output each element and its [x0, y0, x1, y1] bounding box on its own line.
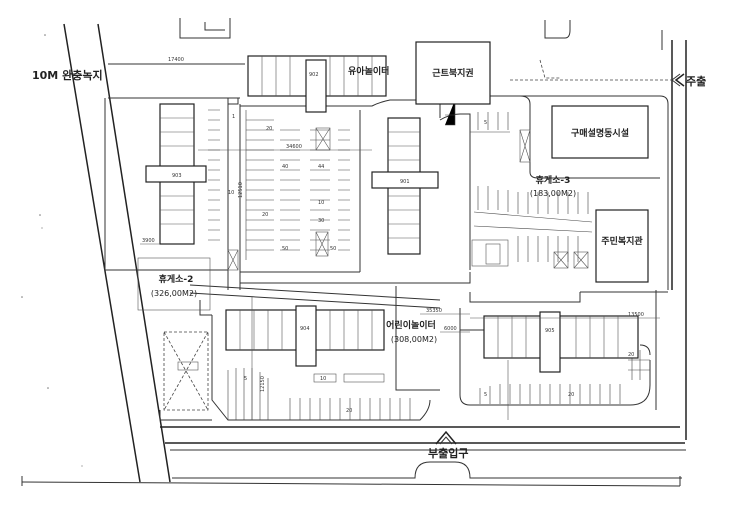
svg-text:1: 1 — [232, 114, 235, 120]
bldg-904-label: 904 — [300, 326, 310, 332]
svg-text:40: 40 — [282, 164, 288, 170]
kids-center-label: 유아놀이터 — [348, 65, 389, 77]
svg-text:30: 30 — [318, 218, 324, 224]
building-901: 901 — [371, 117, 439, 255]
svg-text:10: 10 — [318, 200, 324, 206]
svg-text:6000: 6000 — [444, 326, 457, 332]
bldg-901-label: 901 — [400, 179, 410, 185]
svg-text:20: 20 — [628, 352, 634, 358]
building-902: 902 — [247, 55, 387, 113]
bldg-902-label: 902 — [309, 72, 319, 78]
south-road — [160, 426, 686, 479]
svg-text:17400: 17400 — [168, 57, 184, 63]
bldg-903-label: 903 — [172, 173, 182, 179]
svg-text:3900: 3900 — [142, 238, 155, 244]
svg-text:13500: 13500 — [628, 312, 644, 318]
facility-label: 구매설명동시설 — [571, 127, 629, 139]
rest-area-3: 휴게소-3 (183,00M2) — [471, 174, 576, 267]
scan-specks — [21, 34, 83, 467]
rest3-area: (183,00M2) — [530, 189, 576, 198]
exit-arrow — [671, 73, 685, 87]
dimension-lines — [140, 149, 660, 420]
rest2-area: (326,00M2) — [151, 289, 197, 298]
svg-text:12150: 12150 — [260, 376, 266, 392]
building-resident: 주민복지관 — [595, 209, 649, 283]
building-904: 904 — [225, 305, 385, 367]
dimension-numbers: 34600 20 40 44 10 20 30 50 50 10 1 12510… — [142, 114, 644, 414]
north-edge: 17400 — [108, 18, 672, 99]
svg-text:5: 5 — [484, 120, 487, 126]
svg-text:20: 20 — [568, 392, 574, 398]
svg-text:10: 10 — [228, 190, 234, 196]
building-facility: 구매설명동시설 — [551, 105, 649, 159]
entrance-arrow — [435, 430, 457, 445]
hatched-zone — [163, 331, 209, 411]
site-boundary — [21, 476, 681, 487]
svg-text:20: 20 — [346, 408, 352, 414]
east-road — [655, 40, 687, 440]
rest3-label: 휴게소-3 — [536, 174, 571, 186]
svg-text:5: 5 — [244, 376, 247, 382]
svg-text:12510: 12510 — [238, 182, 244, 198]
west-road — [63, 23, 171, 483]
resident-label: 주민복지관 — [601, 235, 643, 247]
playground-label: 어린이놀이터 — [386, 319, 436, 331]
building-903: 903 — [145, 103, 207, 245]
building-neighborhood: 근트북지권 — [415, 41, 491, 105]
svg-text:34600: 34600 — [286, 144, 302, 150]
playground: 어린이놀이터 (308,00M2) — [386, 319, 437, 344]
small-boxes — [313, 373, 385, 383]
building-905: 905 — [483, 311, 639, 373]
green-belt-label: 10M 완충녹지 — [32, 68, 103, 82]
svg-text:50: 50 — [330, 246, 336, 252]
entrance-label: 부출입구 — [428, 446, 468, 460]
playground-area: (308,00M2) — [391, 335, 437, 344]
rest-area-2: 휴게소-2 (326,00M2) — [137, 257, 211, 311]
parking-stalls — [208, 100, 650, 420]
rest2-label: 휴게소-2 — [159, 273, 194, 285]
svg-text:10: 10 — [320, 376, 326, 382]
neighborhood-label: 근트북지권 — [432, 67, 473, 79]
svg-text:50: 50 — [282, 246, 288, 252]
exit-label: 주출 — [686, 74, 706, 88]
x-markers — [227, 127, 589, 271]
svg-text:5: 5 — [484, 392, 487, 398]
svg-text:44: 44 — [318, 164, 324, 170]
svg-text:20: 20 — [262, 212, 268, 218]
bldg-905-label: 905 — [545, 328, 555, 334]
svg-text:35350: 35350 — [426, 308, 442, 314]
svg-text:20: 20 — [266, 126, 272, 132]
